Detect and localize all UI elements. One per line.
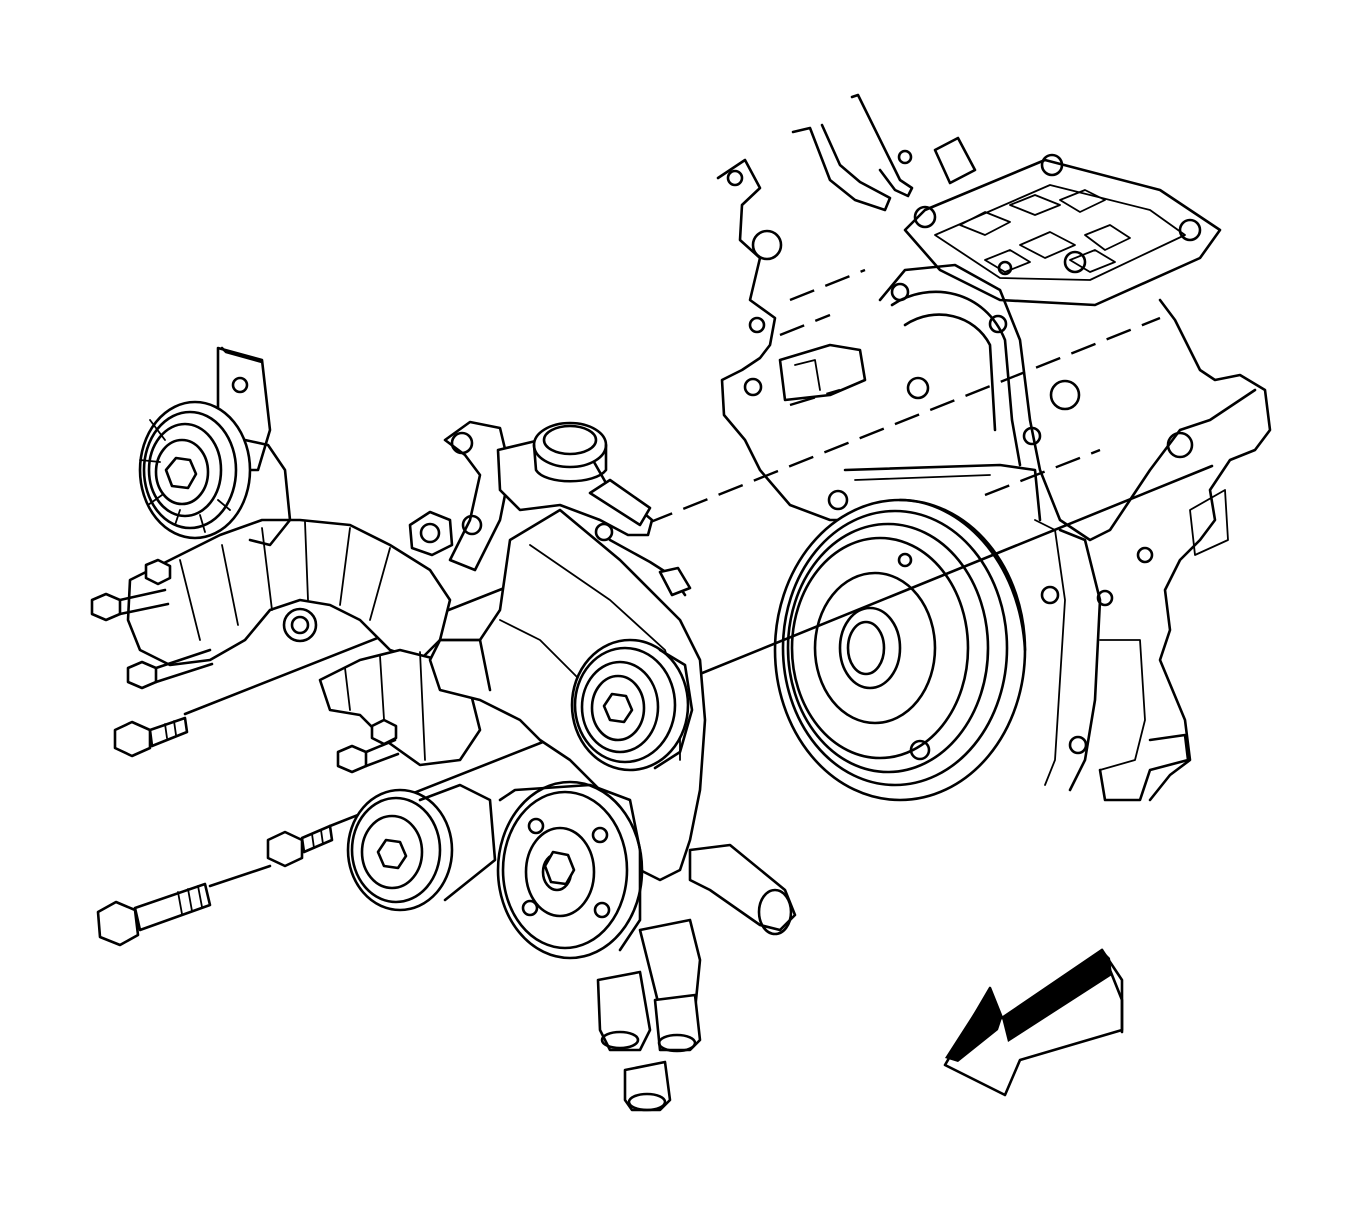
accessory-drive-bracket	[90, 346, 482, 774]
bolt-upper	[113, 716, 189, 758]
bolt-lower	[96, 882, 212, 947]
engine-block	[716, 93, 1272, 802]
bracket-bolts	[96, 716, 334, 947]
thermostat-housing	[596, 843, 797, 1112]
view-direction-arrow	[943, 948, 1124, 1097]
bracket-upper-arm	[408, 420, 512, 572]
power-steering-pump-pulley	[570, 638, 694, 772]
idler-pulley	[346, 783, 497, 912]
bolt-middle	[266, 824, 334, 868]
water-pump-pulley	[496, 780, 644, 960]
belt-tensioner	[138, 400, 292, 547]
crankshaft-balancer	[773, 498, 1027, 802]
water-outlet-housing	[496, 421, 692, 597]
bracket-studs	[90, 558, 400, 774]
